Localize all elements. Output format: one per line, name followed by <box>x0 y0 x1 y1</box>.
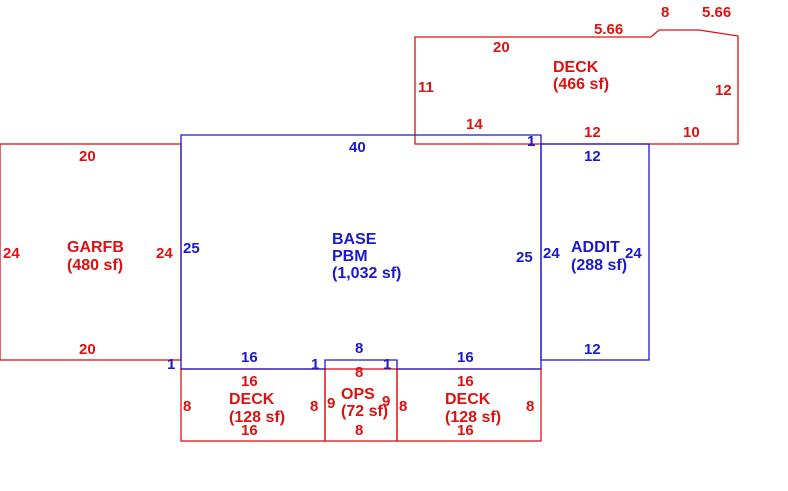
dim-deck-right-top: 16 <box>457 373 474 390</box>
dim-deck-top-top-right: 8 <box>661 4 669 21</box>
dim-base-notch-right: 1 <box>383 356 391 373</box>
dim-deck-top-bottom-right: 10 <box>683 124 700 141</box>
dim-garage-top: 20 <box>79 148 96 165</box>
deck-right-code: DECK <box>445 391 491 408</box>
ops-area: (72 sf) <box>341 403 388 420</box>
base-code: BASE <box>332 231 377 248</box>
base-area: (1,032 sf) <box>332 265 401 282</box>
addition-area: (288 sf) <box>571 257 627 274</box>
addition-code: ADDIT <box>571 239 620 256</box>
dim-garage-bottom: 20 <box>79 341 96 358</box>
deck-top-code: DECK <box>553 59 599 76</box>
dim-base-notch-top: 8 <box>355 340 363 357</box>
dim-garage-left: 24 <box>3 245 20 262</box>
dim-base-notch-left: 1 <box>311 356 319 373</box>
dim-deck-top-chamfer-left: 5.66 <box>594 21 623 38</box>
dim-deck-left-right: 8 <box>310 398 318 415</box>
dim-deck-top-top: 20 <box>493 39 510 56</box>
dim-deck-top-bottom-left: 14 <box>466 116 483 133</box>
dim-deck-right-bottom: 16 <box>457 422 474 439</box>
dim-deck-top-bottom-mid: 12 <box>584 124 601 141</box>
dim-base-left-step: 1 <box>167 356 175 373</box>
garage-code: GARFB <box>67 239 124 256</box>
deck-top-area: (466 sf) <box>553 76 609 93</box>
dim-deck-left-bottom: 16 <box>241 422 258 439</box>
ops-code: OPS <box>341 386 375 403</box>
dim-base-right-step: 1 <box>527 133 535 150</box>
dim-base-left: 25 <box>183 240 200 257</box>
deck-left-area: (128 sf) <box>229 409 285 426</box>
dim-deck-top-left: 11 <box>418 79 434 96</box>
dim-base-right: 25 <box>516 249 533 266</box>
area-labels: BASE PBM (1,032 sf) GARFB (480 sf) ADDIT… <box>67 59 627 426</box>
dim-addition-top: 12 <box>584 148 601 165</box>
dim-deck-left-left: 8 <box>183 398 191 415</box>
deck-left-code: DECK <box>229 391 275 408</box>
base-name: PBM <box>332 248 368 265</box>
dim-ops-right: 9 <box>382 393 390 410</box>
dim-ops-left: 9 <box>327 395 335 412</box>
dim-deck-top-chamfer-right: 5.66 <box>702 4 731 21</box>
dim-base-bottom-left: 16 <box>241 349 258 366</box>
dim-deck-top-right: 12 <box>715 82 732 99</box>
dim-ops-top: 8 <box>355 364 363 381</box>
dim-addition-right: 24 <box>625 245 642 262</box>
dim-deck-right-left: 8 <box>399 398 407 415</box>
dim-deck-left-top: 16 <box>241 373 258 390</box>
base-outlines <box>180 134 650 370</box>
dim-base-bottom-right: 16 <box>457 349 474 366</box>
addition-dimensions: 20 20 24 24 20 5.66 8 5.66 11 12 14 12 1… <box>3 4 732 439</box>
dim-addition-bottom: 12 <box>584 341 601 358</box>
garage-area: (480 sf) <box>67 257 123 274</box>
addition-outline <box>540 143 650 361</box>
dim-deck-right-right: 8 <box>526 398 534 415</box>
deck-right-area: (128 sf) <box>445 409 501 426</box>
dim-addition-left: 24 <box>543 245 560 262</box>
base-dimensions: 40 25 25 16 16 8 1 1 1 1 12 12 24 24 <box>167 133 642 373</box>
dim-ops-bottom: 8 <box>355 422 363 439</box>
dim-garage-right: 24 <box>156 245 173 262</box>
deck-top-outline <box>414 29 739 145</box>
dim-base-top: 40 <box>349 139 366 156</box>
